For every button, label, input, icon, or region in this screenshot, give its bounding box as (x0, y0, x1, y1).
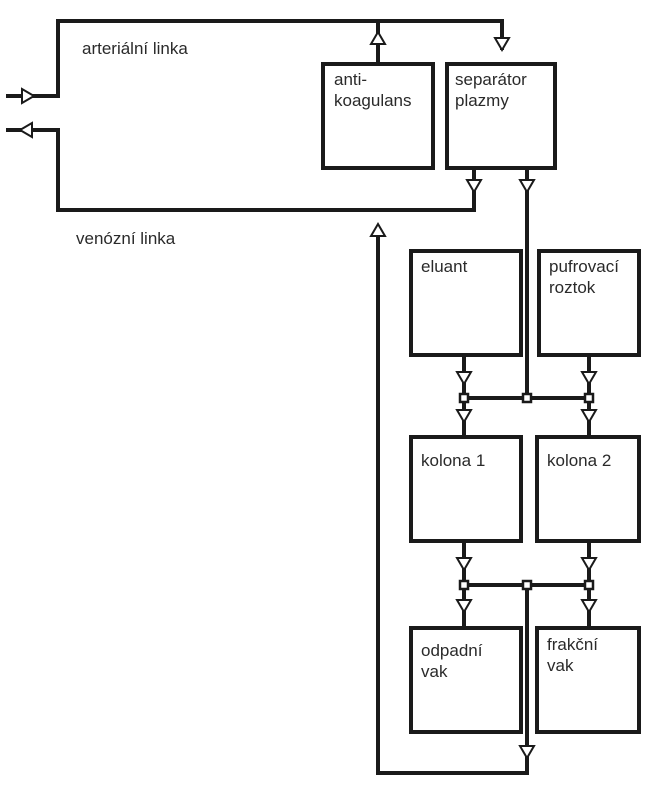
box-anticoagulant: anti-koagulans (321, 62, 435, 170)
venous-line-path (6, 128, 476, 212)
flow-arrows (18, 30, 598, 760)
lower-return-arrow (518, 745, 536, 760)
return-line-path (376, 226, 529, 775)
column-1-out-arrow (455, 557, 473, 572)
column-1-in-arrow (455, 409, 473, 424)
junction-valves (458, 392, 595, 591)
separator-outlet-arrow-left (465, 179, 483, 194)
box-column-1: kolona 1 (409, 435, 523, 543)
waste-bag-in-arrow (455, 599, 473, 614)
fraction-bag-in-arrow (580, 599, 598, 614)
valve-upper-left (458, 392, 470, 404)
return-up-arrow (369, 222, 387, 237)
column-2-out-arrow (580, 557, 598, 572)
svg-text:anti-koagulans: anti-koagulans (334, 70, 412, 110)
svg-text:eluant: eluant (421, 257, 468, 276)
valve-lower-right (583, 579, 595, 591)
svg-text:kolona 1: kolona 1 (421, 451, 485, 470)
valve-lower-left (458, 579, 470, 591)
box-column-2: kolona 2 (535, 435, 641, 543)
svg-text:kolona 2: kolona 2 (547, 451, 611, 470)
separator-inlet-arrow (493, 37, 511, 52)
arterial-inlet-arrow (21, 87, 36, 105)
eluent-out-arrow (455, 371, 473, 386)
buffer-out-arrow (580, 371, 598, 386)
arterial-line-label: arteriální linka (82, 39, 188, 58)
anticoagulant-up-arrow (369, 30, 387, 45)
venous-outlet-arrow (18, 121, 33, 139)
valve-lower-center (521, 579, 533, 591)
separator-outlet-arrow-right (518, 179, 536, 194)
column-2-in-arrow (580, 409, 598, 424)
arterial-line-path (6, 19, 504, 98)
valve-upper-right (583, 392, 595, 404)
valve-upper-center (521, 392, 533, 404)
venous-line-label: venózní linka (76, 229, 176, 248)
box-eluent: eluant (409, 249, 523, 357)
